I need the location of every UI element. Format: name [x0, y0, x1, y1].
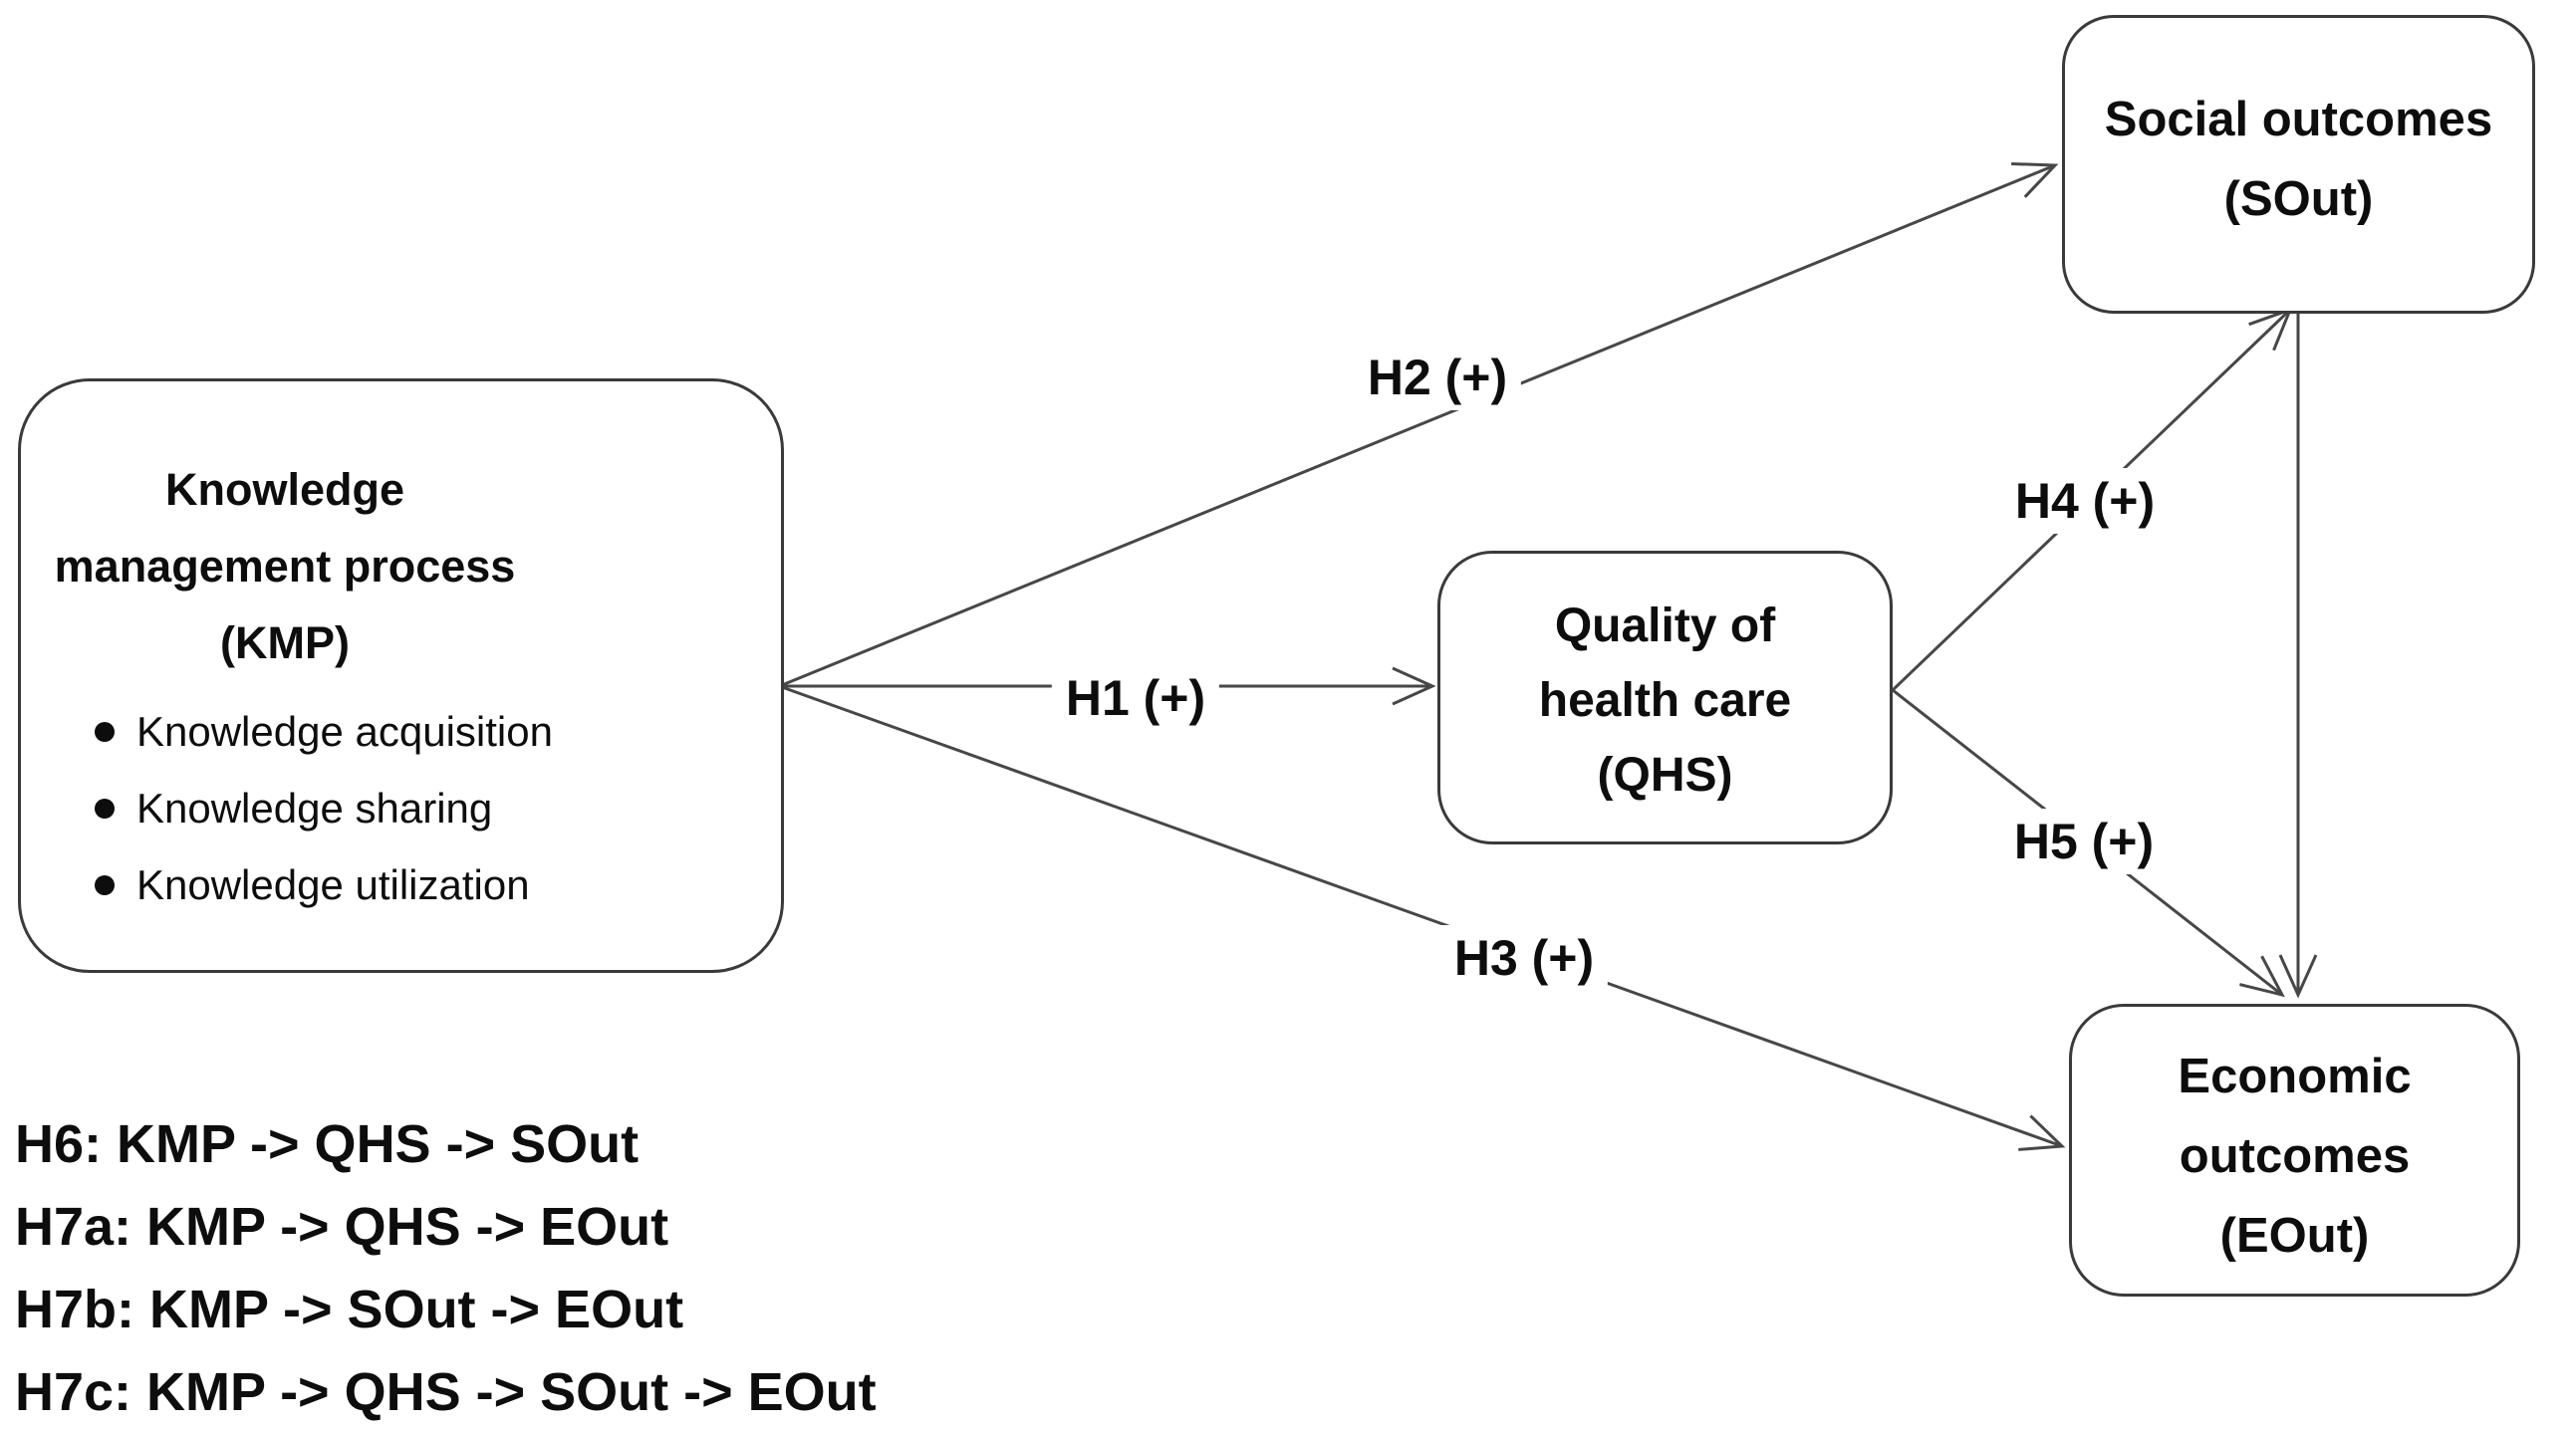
bullet-icon: [95, 798, 115, 819]
edge-label-h1: H1 (+): [1051, 665, 1220, 731]
edge-label-h5: H5 (+): [1999, 809, 2169, 874]
edge-h3-line: [781, 685, 2066, 1151]
qhs-title-line: Quality of: [1554, 599, 1776, 652]
bullet-icon: [95, 874, 115, 895]
hypothesis-line: H7b: KMP -> SOut -> EOut: [15, 1280, 684, 1339]
node-qhs: Quality of health care (QHS): [1437, 551, 1893, 844]
eout-title-line: outcomes: [2179, 1129, 2411, 1183]
edge-h2-line: [781, 161, 2059, 687]
eout-title-line: Economic: [2178, 1050, 2412, 1103]
sout-title-line: Social outcomes: [2104, 93, 2493, 146]
kmp-title: Knowledge management process (KMP): [21, 451, 549, 681]
kmp-bullet-text: Knowledge utilization: [136, 861, 530, 908]
edge-label-h3: H3 (+): [1439, 925, 1609, 991]
list-item: Knowledge utilization: [95, 846, 781, 923]
node-sout: Social outcomes (SOut): [2062, 15, 2535, 314]
hypotheses-block: H6: KMP -> QHS -> SOut H7a: KMP -> QHS -…: [15, 1103, 877, 1432]
qhs-title-line: health care: [1538, 674, 1792, 727]
qhs-title-line: (QHS): [1597, 749, 1733, 802]
edge-label-h2: H2 (+): [1353, 345, 1522, 410]
hypothesis-line: H7c: KMP -> QHS -> SOut -> EOut: [15, 1362, 877, 1422]
kmp-title-line: (KMP): [220, 617, 350, 668]
sout-title-line: (SOut): [2223, 172, 2374, 226]
edge-label-h4: H4 (+): [2000, 468, 2170, 534]
node-kmp: Knowledge management process (KMP) Knowl…: [18, 378, 784, 973]
list-item: Knowledge acquisition: [95, 693, 781, 770]
eout-title-line: (EOut): [2219, 1209, 2370, 1263]
hypothesis-line: H7a: KMP -> QHS -> EOut: [15, 1197, 669, 1257]
kmp-bullet-text: Knowledge acquisition: [136, 708, 553, 755]
kmp-bullet-list: Knowledge acquisition Knowledge sharing …: [21, 693, 781, 923]
bullet-icon: [95, 721, 115, 742]
node-eout: Economic outcomes (EOut): [2069, 1004, 2520, 1297]
list-item: Knowledge sharing: [95, 770, 781, 846]
kmp-title-line: Knowledge: [164, 464, 404, 515]
hypothesis-line: H6: KMP -> QHS -> SOut: [15, 1114, 640, 1174]
kmp-title-line: management process: [54, 541, 516, 592]
kmp-bullet-text: Knowledge sharing: [136, 785, 493, 832]
